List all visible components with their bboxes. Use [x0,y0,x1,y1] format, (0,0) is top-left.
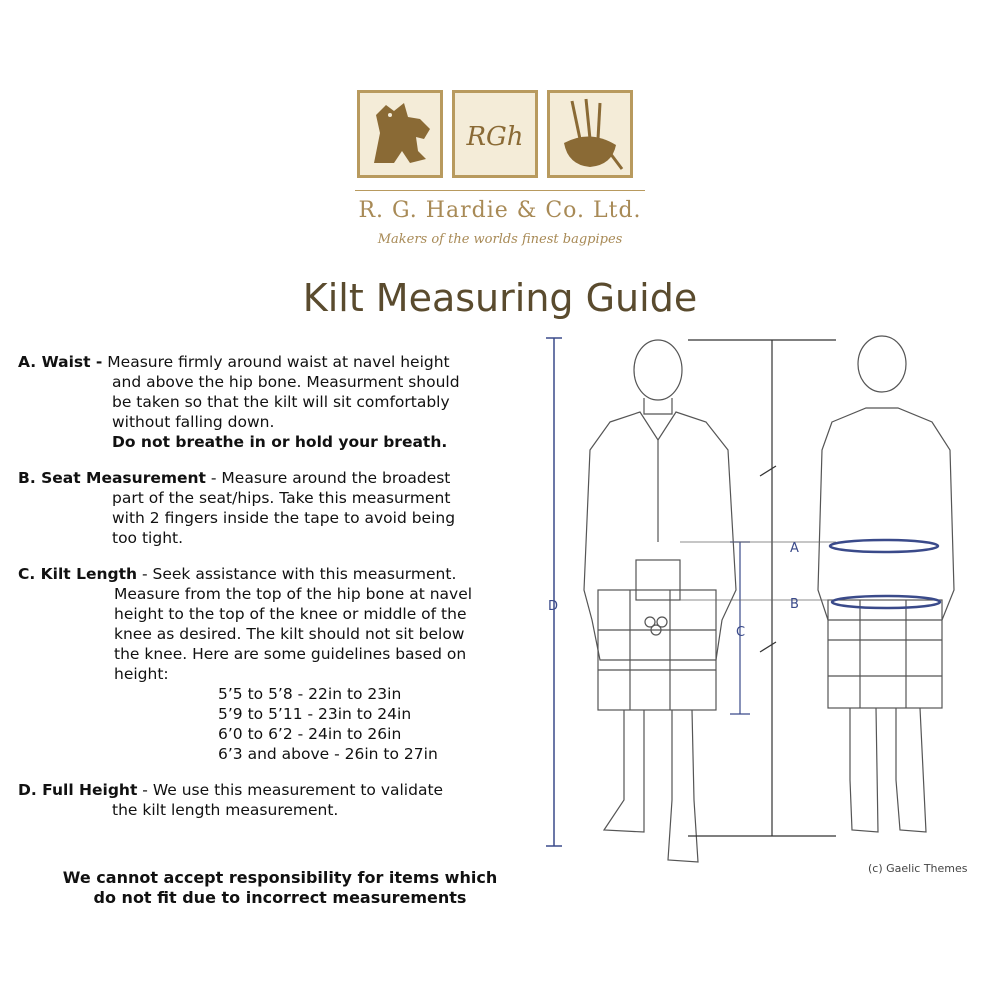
section-text: Measure firmly around waist at navel hei… [107,353,450,371]
front-figure [583,339,737,863]
section-text: knee as desired. The kilt should not sit… [114,625,465,643]
page-title: Kilt Measuring Guide [302,276,698,320]
section-text: height to the top of the knee or middle … [114,605,467,623]
seat-measure-ellipse [830,594,942,610]
company-logo: RGh R. G. Hardie & Co. Ltd. Makers of th… [355,90,645,270]
section-text: - We use this measurement to validate [137,781,444,799]
section-label: D. Full Height [18,781,138,799]
height-guideline: 5’5 to 5’8 - 22in to 23in [218,685,402,703]
height-guideline: 6’3 and above - 26in to 27in [218,745,438,763]
section-text: and above the hip bone. Measurment shoul… [112,373,460,391]
height-guideline: 6’0 to 6’2 - 24in to 26in [218,725,402,743]
section-text: height: [114,665,169,683]
disclaimer: We cannot accept responsibility for item… [20,868,540,908]
section-kilt-length: C. Kilt Length - Seek assistance with th… [18,564,538,764]
company-tagline: Makers of the worlds finest bagpipes [377,232,623,247]
height-guideline: 5’9 to 5’11 - 23in to 24in [218,705,412,723]
measure-lines [546,337,942,847]
label-d: D [548,599,558,614]
section-warning: Do not breathe in or hold your breath. [112,433,448,451]
section-seat: B. Seat Measurement - Measure around the… [18,468,538,548]
bagpipe-icon [547,90,633,178]
image-credit: (c) Gaelic Themes [868,862,968,875]
section-text: Measure from the top of the hip bone at … [114,585,473,603]
section-text: - Measure around the broadest [205,469,451,487]
section-label: A. Waist - [18,353,103,371]
disclaimer-line: We cannot accept responsibility for item… [62,868,498,887]
instructions: A. Waist - Measure firmly around waist a… [18,352,538,836]
section-text: without falling down. [112,413,275,431]
section-text: with 2 fingers inside the tape to avoid … [112,509,456,527]
disclaimer-line: do not fit due to incorrect measurements [93,888,467,907]
label-b: B [790,597,799,612]
label-a: A [790,541,799,556]
company-name: R. G. Hardie & Co. Ltd. [358,198,642,223]
section-text: the kilt length measurement. [112,801,339,819]
section-label: C. Kilt Length [18,565,138,583]
section-text: - Seek assistance with this measurment. [137,565,457,583]
section-label: B. Seat Measurement [18,469,206,487]
section-waist: A. Waist - Measure firmly around waist a… [18,352,538,452]
monogram-icon: RGh [452,90,538,178]
measurement-figure: A B C D [540,330,990,890]
lion-icon [357,90,443,178]
kilt-figure-drawing: A B C D [546,335,955,863]
section-text: too tight. [112,529,184,547]
section-text: the knee. Here are some guidelines based… [114,645,467,663]
section-text: part of the seat/hips. Take this measurm… [112,489,451,507]
waist-measure-ellipse [828,538,940,554]
monogram-text: RGh [465,122,523,152]
section-full-height: D. Full Height - We use this measurement… [18,780,538,820]
logo-divider [355,190,645,191]
back-figure [817,335,955,833]
label-c: C [736,625,745,640]
section-text: be taken so that the kilt will sit comfo… [112,393,450,411]
